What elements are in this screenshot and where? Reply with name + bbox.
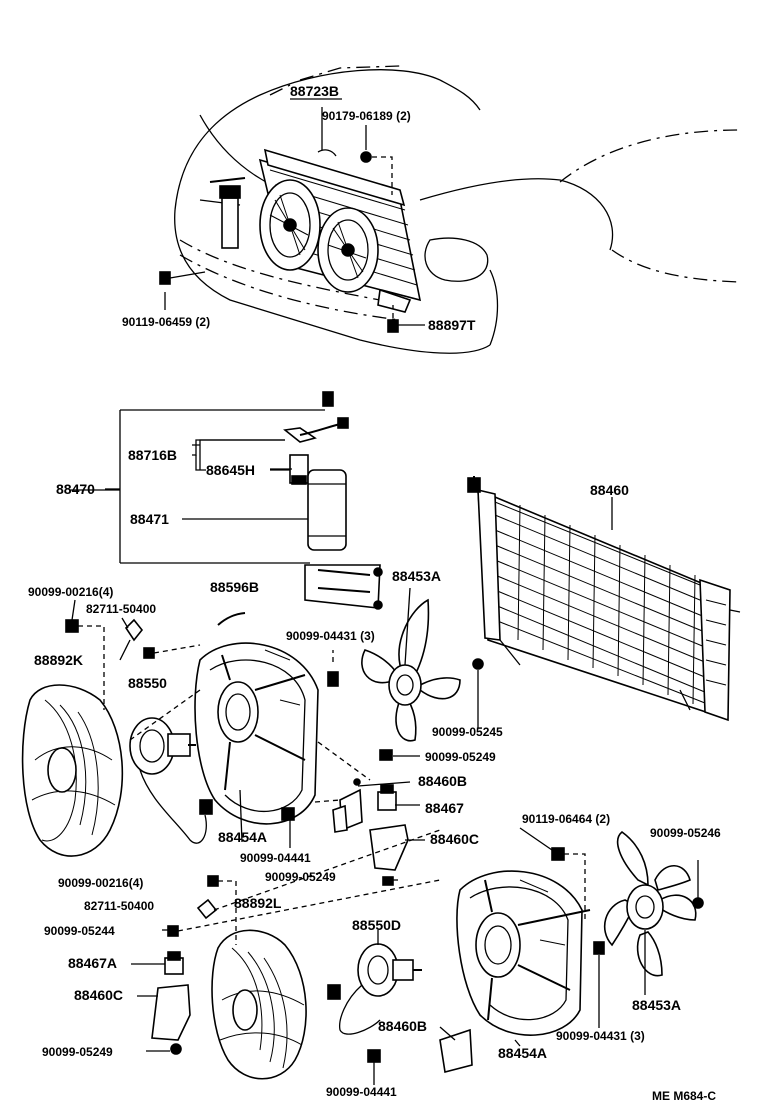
label-90099-04441-bot: 90099-04441 bbox=[326, 1085, 397, 1099]
label-88460C-left: 88460C bbox=[74, 987, 123, 1003]
label-88460B-bot: 88460B bbox=[378, 1018, 427, 1034]
label-90099-05246: 90099-05246 bbox=[650, 826, 721, 840]
receiver-dryer-group bbox=[105, 391, 383, 610]
label-88716B: 88716B bbox=[128, 447, 177, 463]
fan-blade-88453A-bottom bbox=[603, 830, 697, 977]
bracket-group-mid bbox=[314, 741, 409, 886]
label-88470: 88470 bbox=[56, 481, 95, 497]
label-90099-04431-bot: 90099-04431 (3) bbox=[556, 1029, 645, 1043]
figure-code: ME M684-C bbox=[652, 1089, 716, 1103]
label-88550D: 88550D bbox=[352, 917, 401, 933]
label-88460: 88460 bbox=[590, 482, 629, 498]
label-90099-04441-top: 90099-04441 bbox=[240, 851, 311, 865]
fan-blade-88453A-top bbox=[361, 598, 461, 742]
fan-guard-88892L bbox=[211, 929, 307, 1080]
label-82711-50400-top: 82711-50400 bbox=[86, 602, 156, 616]
label-88596B: 88596B bbox=[210, 579, 259, 595]
car-front-illustration bbox=[174, 65, 741, 354]
label-90179-06189: 90179-06189 (2) bbox=[322, 109, 411, 123]
label-90099-05249-a: 90099-05249 bbox=[425, 750, 496, 764]
radiator-assembly-top bbox=[159, 148, 422, 333]
label-90099-05249-c: 90099-05249 bbox=[42, 1045, 113, 1059]
label-88645H: 88645H bbox=[206, 462, 255, 478]
leader-lines bbox=[70, 439, 646, 1085]
label-88467A: 88467A bbox=[68, 955, 117, 971]
label-90099-05245: 90099-05245 bbox=[432, 725, 503, 739]
fan-guard-88892K bbox=[21, 684, 124, 857]
label-90119-06464: 90119-06464 (2) bbox=[522, 812, 610, 826]
condenser bbox=[467, 476, 741, 722]
label-88453A-bot: 88453A bbox=[632, 997, 681, 1013]
label-88897T: 88897T bbox=[428, 317, 476, 333]
label-90099-05244: 90099-05244 bbox=[44, 924, 115, 938]
label-90119-06459: 90119-06459 (2) bbox=[122, 315, 210, 329]
fan-motor-88550D bbox=[327, 943, 422, 1035]
label-90099-04431-top: 90099-04431 (3) bbox=[286, 629, 375, 643]
label-88892L: 88892L bbox=[234, 895, 282, 911]
label-88550: 88550 bbox=[128, 675, 167, 691]
part-labels: 88723B 90179-06189 (2) 90119-06459 (2) 8… bbox=[28, 83, 721, 1103]
label-88453A-top: 88453A bbox=[392, 568, 441, 584]
label-90099-00216-top: 90099-00216(4) bbox=[28, 585, 113, 599]
label-88454A-right: 88454A bbox=[498, 1045, 547, 1061]
label-90099-00216-bot: 90099-00216(4) bbox=[58, 876, 143, 890]
label-88467: 88467 bbox=[425, 800, 464, 816]
label-88460B-top: 88460B bbox=[418, 773, 467, 789]
fan-shroud-88454A-left bbox=[194, 642, 319, 825]
label-82711-50400-bot: 82711-50400 bbox=[84, 899, 154, 913]
label-88471: 88471 bbox=[130, 511, 169, 527]
label-88723B: 88723B bbox=[290, 83, 339, 99]
fan-shroud-88454A-right bbox=[456, 870, 591, 1036]
label-90099-05249-b: 90099-05249 bbox=[265, 870, 336, 884]
label-88892K: 88892K bbox=[34, 652, 83, 668]
label-88454A-left: 88454A bbox=[218, 829, 267, 845]
label-88460C-right: 88460C bbox=[430, 831, 479, 847]
